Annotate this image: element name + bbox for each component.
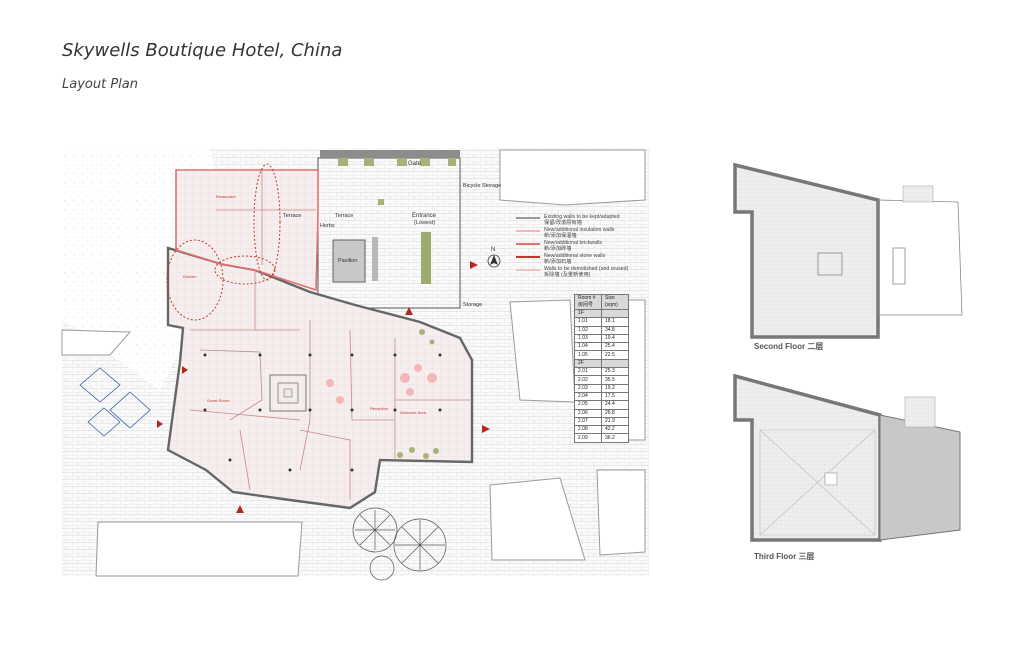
label-guest-room: Guest Room xyxy=(207,398,230,403)
restaurant-wing xyxy=(175,169,319,292)
label-bicycle-storage: Bicycle Storage xyxy=(463,183,501,189)
label-herbs: Herbs xyxy=(320,223,335,229)
label-reception: Reception xyxy=(370,406,388,411)
col-size-header: Size (sqm) xyxy=(601,294,629,310)
label-entrance: Entrance xyxy=(412,213,437,219)
label-restaurant: Restaurant xyxy=(216,194,236,199)
third-floor-caption: Third Floor 三层 xyxy=(754,552,815,561)
label-pavilion: Pavilion xyxy=(338,258,357,264)
label-welcome-area: Welcome Area xyxy=(400,410,427,415)
floor-2-header: 2F xyxy=(574,358,602,369)
label-gate: Gate xyxy=(408,161,422,167)
col-room-header: Room # 房间号 xyxy=(574,294,602,310)
entrance-planter xyxy=(421,232,431,284)
hotel-ground-floor xyxy=(166,246,474,510)
page-title: Skywells Boutique Hotel, China xyxy=(62,40,343,61)
floor-1-header: 1F xyxy=(574,308,602,319)
trees xyxy=(352,507,447,581)
blue-pavers xyxy=(79,367,151,437)
third-floor-roof xyxy=(879,414,961,541)
label-storage: Storage xyxy=(463,302,482,308)
interior-walls xyxy=(189,170,472,500)
label-terrace-2: Terrace xyxy=(335,213,353,219)
stair-well xyxy=(269,374,307,412)
label-north: N xyxy=(491,247,495,253)
second-floor-adjacent xyxy=(877,199,963,316)
demolished-walls xyxy=(166,163,281,321)
entry-markers xyxy=(157,261,490,513)
herb-bed xyxy=(372,237,378,281)
structural-columns xyxy=(203,353,442,472)
second-floor-caption: Second Floor 二层 xyxy=(754,342,824,351)
second-floor-plan xyxy=(733,162,880,339)
label-kitchen: Kitchen xyxy=(183,274,196,279)
welcome-plants xyxy=(397,329,439,459)
third-floor-plan xyxy=(733,373,882,542)
furniture xyxy=(326,364,437,404)
gate-wall xyxy=(320,150,460,158)
legend-item: Walls to be demolished (and reused)拆除墙 (… xyxy=(516,266,636,279)
pavilion-block xyxy=(332,239,366,283)
label-entrance-sub: (Lowest) xyxy=(414,220,435,226)
courtyard xyxy=(317,157,461,309)
label-terrace-1: Terrace xyxy=(283,213,301,219)
page-subtitle: Layout Plan xyxy=(62,77,138,92)
